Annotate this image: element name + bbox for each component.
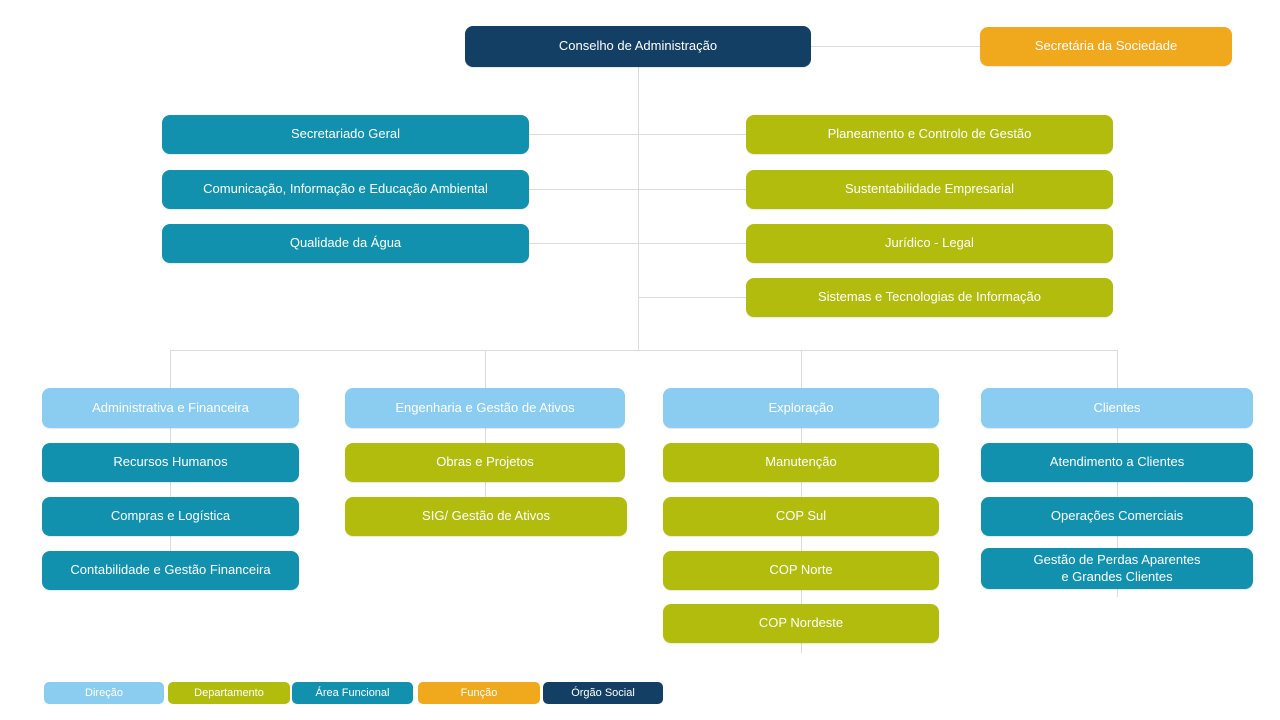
connector-line bbox=[170, 482, 171, 497]
connector-line bbox=[1117, 536, 1118, 548]
node-exploracao: Exploração bbox=[663, 388, 939, 428]
node-sustentabilidade-empresarial: Sustentabilidade Empresarial bbox=[746, 170, 1113, 209]
connector-line bbox=[1117, 428, 1118, 443]
connector-line bbox=[170, 536, 171, 551]
node-recursos-humanos: Recursos Humanos bbox=[42, 443, 299, 482]
node-clientes: Clientes bbox=[981, 388, 1253, 428]
connector-line bbox=[529, 189, 638, 190]
node-engenharia-e-gestao-de-ativos: Engenharia e Gestão de Ativos bbox=[345, 388, 625, 428]
legend-funcao: Função bbox=[418, 682, 540, 704]
node-gestao-perdas-aparentes-grandes-clientes: Gestão de Perdas Aparentes e Grandes Cli… bbox=[981, 548, 1253, 589]
node-secretariado-geral: Secretariado Geral bbox=[162, 115, 529, 154]
connector-line bbox=[801, 482, 802, 497]
legend-departamento: Departamento bbox=[168, 682, 290, 704]
node-planeamento-controlo-gestao: Planeamento e Controlo de Gestão bbox=[746, 115, 1113, 154]
connector-line bbox=[811, 46, 980, 47]
node-administrativa-e-financeira: Administrativa e Financeira bbox=[42, 388, 299, 428]
connector-line bbox=[638, 134, 746, 135]
node-operacoes-comerciais: Operações Comerciais bbox=[981, 497, 1253, 536]
node-atendimento-a-clientes: Atendimento a Clientes bbox=[981, 443, 1253, 482]
node-conselho-de-administracao: Conselho de Administração bbox=[465, 26, 811, 67]
connector-line bbox=[1117, 350, 1118, 388]
connector-line bbox=[1117, 482, 1118, 497]
connector-line bbox=[801, 428, 802, 443]
legend-area-funcional: Área Funcional bbox=[292, 682, 413, 704]
connector-line bbox=[170, 428, 171, 443]
connector-line bbox=[485, 350, 486, 388]
connector-line bbox=[485, 482, 486, 497]
connector-line bbox=[1117, 589, 1118, 597]
node-juridico-legal: Jurídico - Legal bbox=[746, 224, 1113, 263]
node-secretaria-da-sociedade: Secretária da Sociedade bbox=[980, 27, 1232, 66]
connector-line bbox=[801, 643, 802, 653]
node-sistemas-tecnologias-informacao: Sistemas e Tecnologias de Informação bbox=[746, 278, 1113, 317]
node-manutencao: Manutenção bbox=[663, 443, 939, 482]
node-comunicacao-informacao-educacao-ambiental: Comunicação, Informação e Educação Ambie… bbox=[162, 170, 529, 209]
connector-line bbox=[170, 350, 171, 388]
connector-line bbox=[638, 189, 746, 190]
connector-line bbox=[801, 350, 802, 388]
legend-direcao: Direção bbox=[44, 682, 164, 704]
connector-line bbox=[485, 428, 486, 443]
node-cop-sul: COP Sul bbox=[663, 497, 939, 536]
node-compras-e-logistica: Compras e Logística bbox=[42, 497, 299, 536]
node-contabilidade-e-gestao-financeira: Contabilidade e Gestão Financeira bbox=[42, 551, 299, 590]
connector-line bbox=[801, 536, 802, 551]
node-qualidade-da-agua: Qualidade da Água bbox=[162, 224, 529, 263]
node-cop-nordeste: COP Nordeste bbox=[663, 604, 939, 643]
connector-line bbox=[529, 243, 638, 244]
node-obras-e-projetos: Obras e Projetos bbox=[345, 443, 625, 482]
connector-line bbox=[638, 297, 746, 298]
legend-orgao-social: Órgão Social bbox=[543, 682, 663, 704]
connector-line bbox=[170, 350, 1117, 351]
connector-line bbox=[638, 67, 639, 350]
connector-line bbox=[529, 134, 638, 135]
node-cop-norte: COP Norte bbox=[663, 551, 939, 590]
connector-line bbox=[638, 243, 746, 244]
node-sig-gestao-de-ativos: SIG/ Gestão de Ativos bbox=[345, 497, 627, 536]
connector-line bbox=[801, 590, 802, 604]
